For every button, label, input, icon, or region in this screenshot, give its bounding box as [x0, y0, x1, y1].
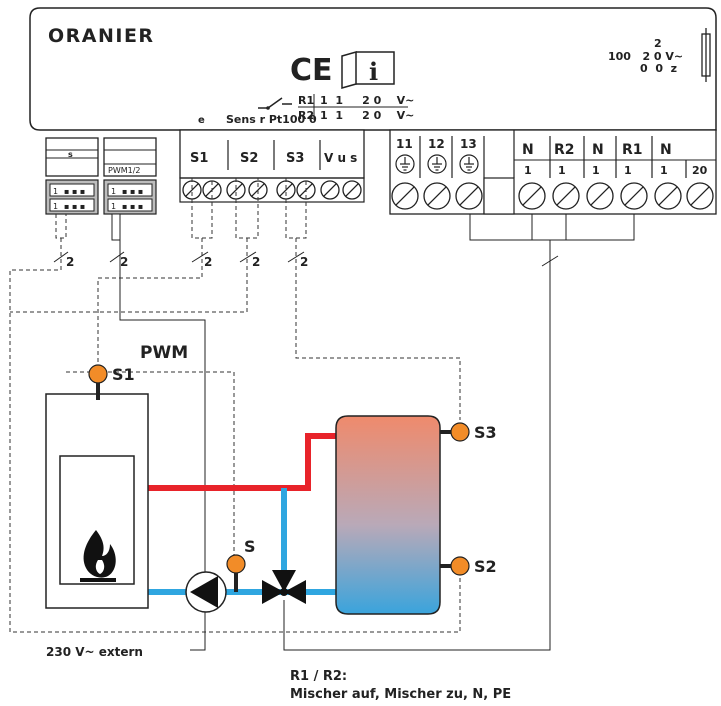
- sensor-screw-terminal: [182, 180, 202, 200]
- boiler: [45, 393, 149, 609]
- ce-mark: CE: [290, 53, 333, 88]
- hot-pipe: [148, 433, 336, 491]
- relay-r1-label: R1: [298, 94, 314, 107]
- mains-label-n3: N: [660, 142, 672, 158]
- left-module: s PWM1/2 1 1 ▪ ▪ ▪ ▪ ▪ ▪ 1 1 ▪ ▪ ▪ ▪ ▪ ▪: [45, 137, 157, 215]
- mixer-cable: [283, 214, 635, 651]
- power-label-line2: 100 2 0 V~: [608, 50, 683, 63]
- sensor-s1: [88, 364, 108, 400]
- earth-icon: [459, 154, 479, 174]
- sensor-s-label: S: [244, 537, 256, 556]
- cable-count-3: 2: [204, 255, 212, 269]
- pwm-plug: [111, 213, 121, 241]
- mains-screw-terminal: [686, 182, 714, 210]
- storage-tank: [335, 415, 441, 615]
- sensor-screw-terminal: [226, 180, 246, 200]
- mains-label-n1: N: [522, 142, 534, 158]
- mains-screw-terminal: [552, 182, 580, 210]
- earth-label-13: 13: [460, 137, 477, 151]
- sensor-s3: [440, 422, 470, 442]
- sensor-s3-label: S3: [474, 423, 497, 442]
- sensor-s2: [440, 556, 470, 576]
- slot2-label: PWM1/2: [108, 166, 141, 175]
- mains-screw-terminal: [620, 182, 648, 210]
- mains-screw-terminal: [455, 182, 483, 210]
- terminal-label-s1: S1: [190, 151, 208, 166]
- terminal-label-s3: S3: [286, 151, 304, 166]
- mains-num-1: 1: [524, 164, 532, 177]
- mains-screw-terminal: [654, 182, 682, 210]
- mains-screw-terminal: [423, 182, 451, 210]
- svg-text:1: 1: [53, 187, 58, 196]
- relay-switch-icon: [258, 97, 292, 110]
- mains-label-r1: R1: [622, 142, 643, 158]
- mains-num-20: 20: [692, 164, 708, 177]
- sensor-s: [226, 554, 246, 592]
- extern-label: 230 V~ extern: [46, 645, 143, 659]
- cable-count-2: 2: [120, 255, 128, 269]
- mains-num-4: 1: [624, 164, 632, 177]
- svg-text:1: 1: [111, 202, 116, 211]
- info-icon: i: [369, 57, 378, 86]
- mixer-description: Mischer auf, Mischer zu, N, PE: [290, 687, 511, 702]
- sensor-s1-label: S1: [112, 365, 135, 384]
- sensor-s2-label: S2: [474, 557, 497, 576]
- sensor-screw-terminal: [320, 180, 340, 200]
- pwm-label: PWM: [140, 343, 188, 363]
- svg-text:▪ ▪ ▪: ▪ ▪ ▪: [64, 202, 85, 211]
- connector-block-right: 1 1 ▪ ▪ ▪ ▪ ▪ ▪: [103, 179, 157, 215]
- cable-ticks: [53, 251, 559, 267]
- mains-terminal-block: 11 12 13 N R2 N R1 N 1 1 1 1 1 20: [389, 129, 717, 215]
- svg-text:▪ ▪ ▪: ▪ ▪ ▪: [122, 187, 143, 196]
- sensor-screw-terminal: [276, 180, 296, 200]
- svg-text:▪ ▪ ▪: ▪ ▪ ▪: [64, 187, 85, 196]
- sensor-header: Sens r Pt100 0: [226, 113, 317, 126]
- sensor-terminal-block: S1 S2 S3 V u s: [179, 129, 365, 203]
- mains-screw-terminal: [391, 182, 419, 210]
- slot1-label: s: [68, 150, 73, 159]
- mains-screw-terminal: [518, 182, 546, 210]
- mains-num-3: 1: [592, 164, 600, 177]
- svg-text:▪ ▪ ▪: ▪ ▪ ▪: [122, 202, 143, 211]
- earth-label-11: 11: [396, 137, 413, 151]
- terminal-label-s2: S2: [240, 151, 258, 166]
- svg-text:1: 1: [111, 187, 116, 196]
- manual-book-icon: i: [341, 51, 395, 89]
- fuse-icon: [701, 28, 711, 82]
- earth-icon: [427, 154, 447, 174]
- svg-text:1: 1: [53, 202, 58, 211]
- cable-count-4: 2: [252, 255, 260, 269]
- cable-count-1: 2: [66, 255, 74, 269]
- mains-screw-terminal: [586, 182, 614, 210]
- power-label-line3: 0 0 z: [640, 62, 677, 75]
- sensor-header-prefix: e: [198, 115, 205, 126]
- relay-r2-value: 1 1 2 0 V~: [320, 109, 414, 122]
- mains-label-n2: N: [592, 142, 604, 158]
- relay-r2-label: R2: [298, 109, 314, 122]
- flame-icon: [80, 530, 116, 582]
- terminal-label-vbus: V u s: [324, 151, 357, 165]
- mixer-valve-icon: [262, 570, 306, 604]
- earth-icon: [395, 154, 415, 174]
- mains-label-r2: R2: [554, 142, 575, 158]
- controller-housing: [29, 7, 717, 131]
- power-label-line1: 2: [654, 37, 662, 50]
- pump-icon: [185, 571, 227, 613]
- brand-logo: ORANIER: [48, 25, 155, 47]
- connector-block-left: 1 1 ▪ ▪ ▪ ▪ ▪ ▪: [45, 179, 99, 215]
- mains-num-2: 1: [558, 164, 566, 177]
- cable-count-5: 2: [300, 255, 308, 269]
- earth-label-12: 12: [428, 137, 445, 151]
- relay-r1-value: 1 1 2 0 V~: [320, 94, 414, 107]
- mains-num-5: 1: [660, 164, 668, 177]
- sensor-screw-terminal: [342, 180, 362, 200]
- mixer-title: R1 / R2:: [290, 669, 347, 684]
